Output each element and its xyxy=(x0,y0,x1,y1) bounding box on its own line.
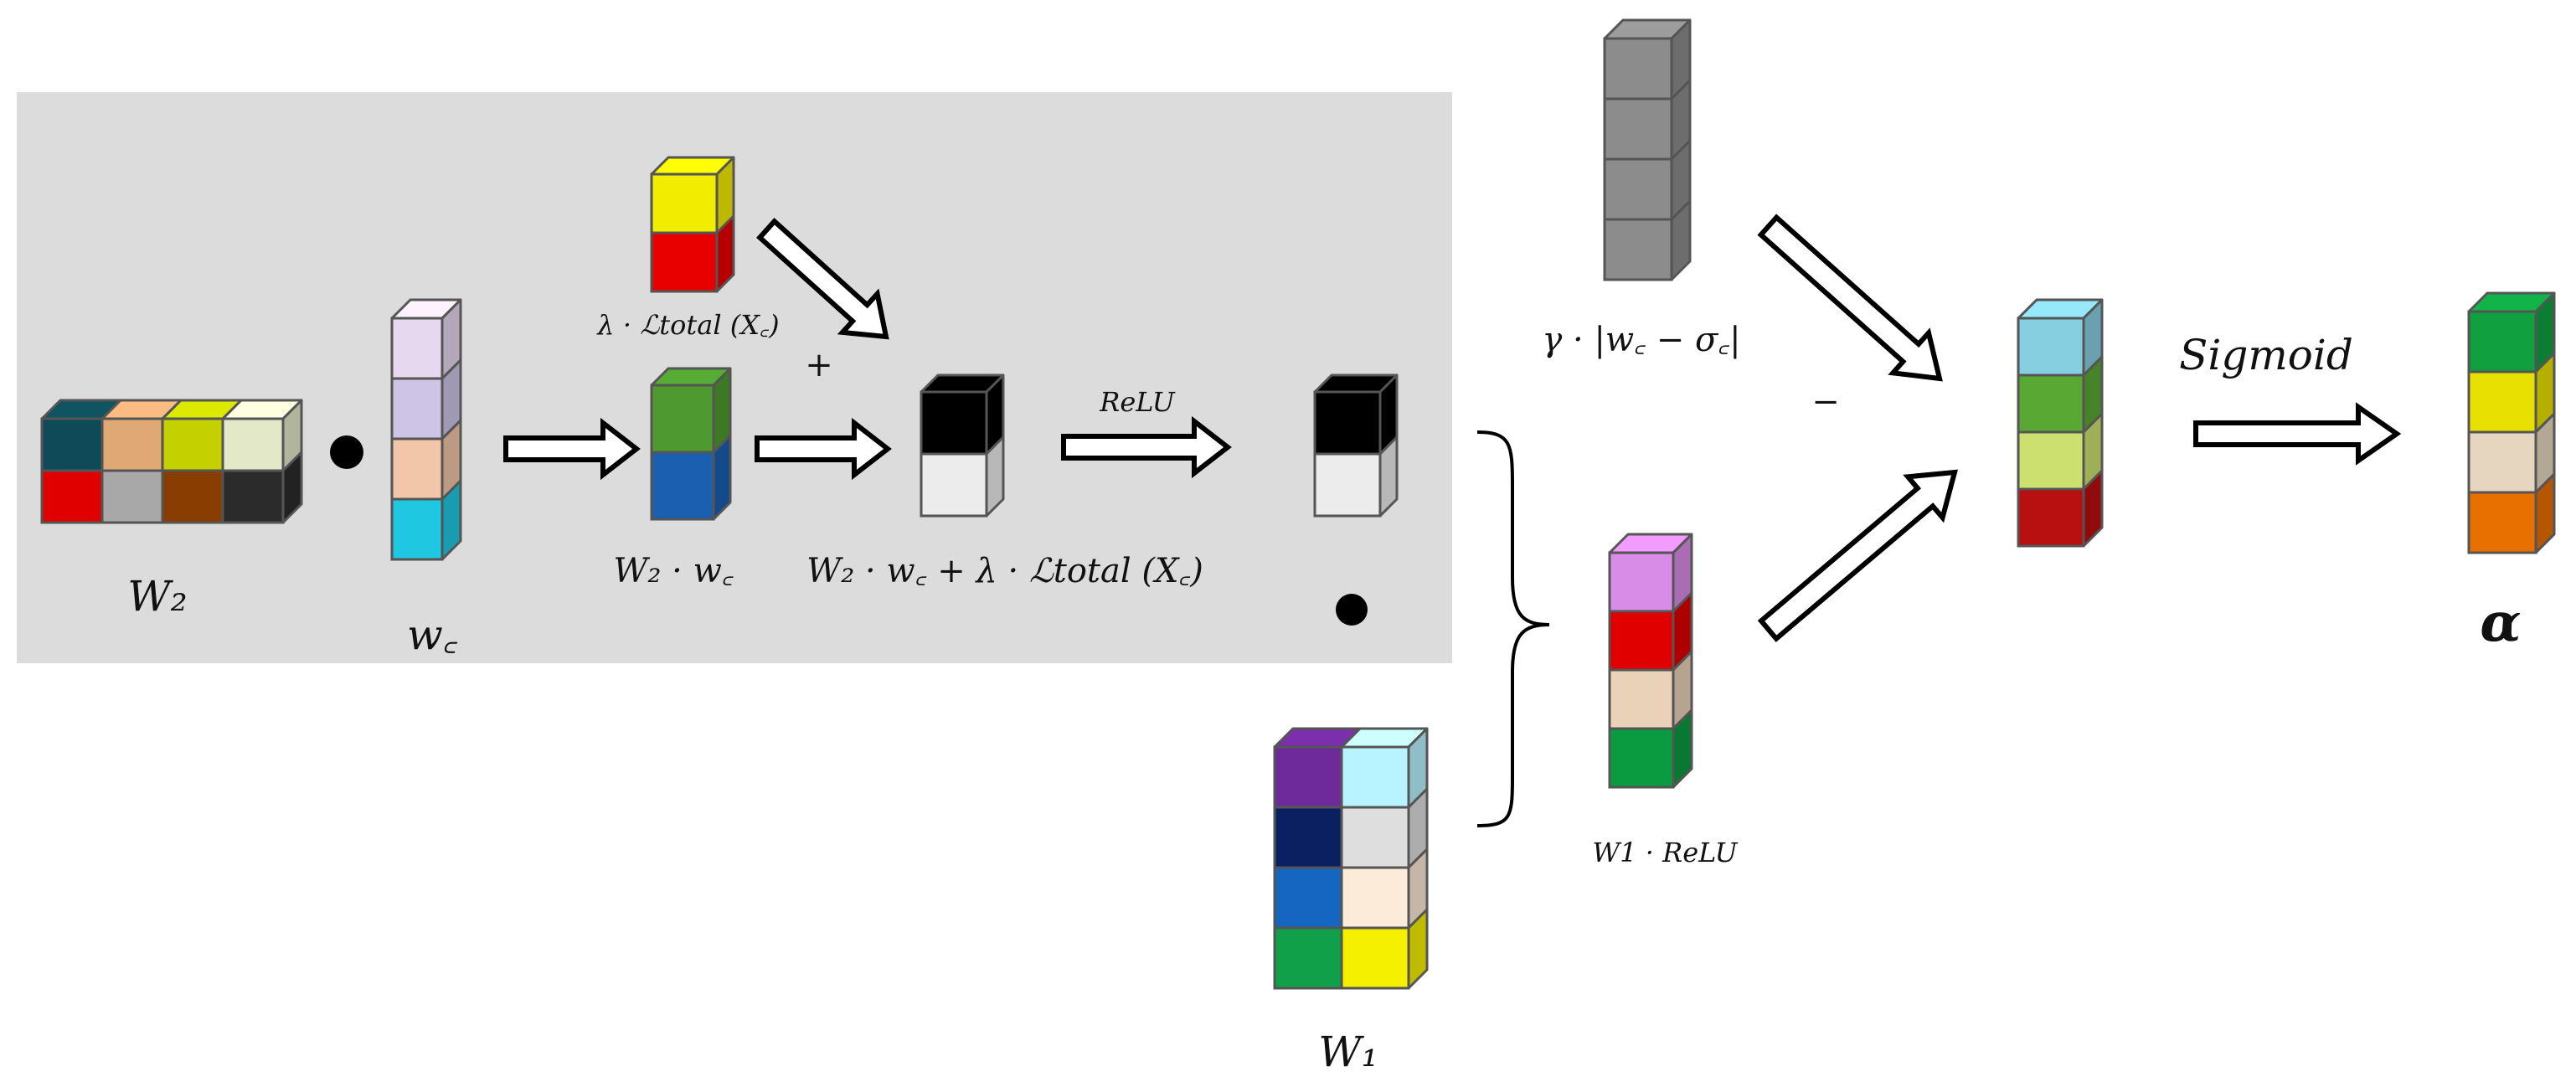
alpha-block-cell xyxy=(2467,310,2537,373)
w2wc-block-cell xyxy=(650,451,715,521)
label-plus: + xyxy=(805,346,833,384)
w1-matrix-block-cell xyxy=(1273,866,1343,930)
w2-matrix-block xyxy=(40,399,303,524)
sum-block xyxy=(920,373,1005,518)
alpha-block xyxy=(2467,291,2556,554)
w2wc-block-cell xyxy=(650,384,715,454)
w1relu-block-cell xyxy=(1608,727,1675,789)
w1-matrix-block-cell xyxy=(1340,745,1410,809)
w1relu-block-cell xyxy=(1608,551,1675,613)
sum-block-cell xyxy=(920,390,988,456)
w2-matrix-block-cell xyxy=(221,417,285,472)
alpha-block-cell xyxy=(2467,491,2537,554)
w2-matrix-block-cell xyxy=(40,417,104,472)
w2-matrix-block-cell xyxy=(100,469,164,524)
result-block-cell xyxy=(2017,317,2085,377)
label-w1-bottom: W₁ xyxy=(1318,1028,1378,1076)
w2-matrix-block-cell xyxy=(161,417,224,472)
sum-block-cell xyxy=(920,452,988,518)
w1relu-block xyxy=(1608,533,1693,789)
relu-output-block-cell xyxy=(1313,452,1382,518)
wc-vector-block-cell xyxy=(390,317,444,380)
label-w2-dot-wc: W₂ · w꜀ xyxy=(613,552,734,590)
arrow-gamma-to-result xyxy=(1757,214,1943,382)
w2wc-block-side-face xyxy=(712,434,732,521)
lambda-loss-block-cell xyxy=(650,231,719,293)
w2wc-block xyxy=(650,367,732,521)
gamma-block-cell xyxy=(1603,218,1673,281)
label-minus: − xyxy=(1811,383,1840,421)
w1relu-block-cell xyxy=(1608,668,1675,730)
result-block xyxy=(2017,298,2104,548)
w1-matrix-block xyxy=(1273,727,1429,990)
result-block-cell xyxy=(2017,487,2085,548)
w1-matrix-block-cell xyxy=(1273,926,1343,990)
dot-operator-icon xyxy=(330,435,363,469)
relu-output-block xyxy=(1313,373,1399,518)
arrow-sigmoid xyxy=(2193,402,2402,466)
alpha-block-cell xyxy=(2467,430,2537,494)
relu-output-block-cell xyxy=(1313,390,1382,456)
wc-vector-block-cell xyxy=(390,497,444,561)
curly-brace xyxy=(1476,430,1550,827)
wc-vector-block-cell xyxy=(390,437,444,501)
gamma-block-cell xyxy=(1603,157,1673,221)
w1-matrix-block-cell xyxy=(1340,806,1410,869)
w2-matrix-block-cell xyxy=(161,469,224,524)
dot-operator-icon xyxy=(1336,594,1368,626)
label-lambda-loss: λ · ℒtotal (X꜀) xyxy=(597,309,780,341)
gamma-block-cell xyxy=(1603,97,1673,161)
wc-vector-block-cell xyxy=(390,377,444,440)
w1-matrix-block-cell xyxy=(1273,745,1343,809)
arrow-w1relu-to-result xyxy=(1757,469,1959,642)
alpha-block-cell xyxy=(2467,370,2537,434)
w1-matrix-block-cell xyxy=(1340,926,1410,990)
arrow-w2wc-to-sum xyxy=(755,417,892,481)
w2-matrix-block-cell xyxy=(221,469,285,524)
gamma-block-cell xyxy=(1603,37,1673,100)
label-wc: w꜀ xyxy=(406,610,458,659)
lambda-loss-block xyxy=(650,156,735,293)
label-w2-top: W₂ xyxy=(127,572,188,621)
w1relu-block-cell xyxy=(1608,610,1675,672)
label-sum-expr: W₂ · w꜀ + λ · ℒtotal (X꜀) xyxy=(806,552,1203,590)
arrow-relu xyxy=(1061,415,1232,479)
label-gamma-expr: γ · |w꜀ − σ꜀| xyxy=(1542,321,1741,359)
result-block-cell xyxy=(2017,430,2085,491)
label-relu: ReLU xyxy=(1100,386,1175,418)
arrow-wc-to-w2wc xyxy=(503,417,641,481)
gamma-block xyxy=(1603,18,1692,281)
label-sigmoid: Sigmoid xyxy=(2179,331,2353,379)
w1-matrix-block-cell xyxy=(1273,806,1343,869)
w2-matrix-block-cell xyxy=(100,417,164,472)
lambda-loss-block-cell xyxy=(650,173,719,234)
label-alpha: α xyxy=(2480,591,2522,654)
label-w1-relu: W1 · ReLU xyxy=(1592,837,1738,868)
wc-vector-block xyxy=(390,298,462,561)
w2-matrix-block-cell xyxy=(40,469,104,524)
w1-matrix-block-cell xyxy=(1340,866,1410,930)
result-block-cell xyxy=(2017,373,2085,434)
arrow-lambda-to-sum xyxy=(756,218,889,340)
